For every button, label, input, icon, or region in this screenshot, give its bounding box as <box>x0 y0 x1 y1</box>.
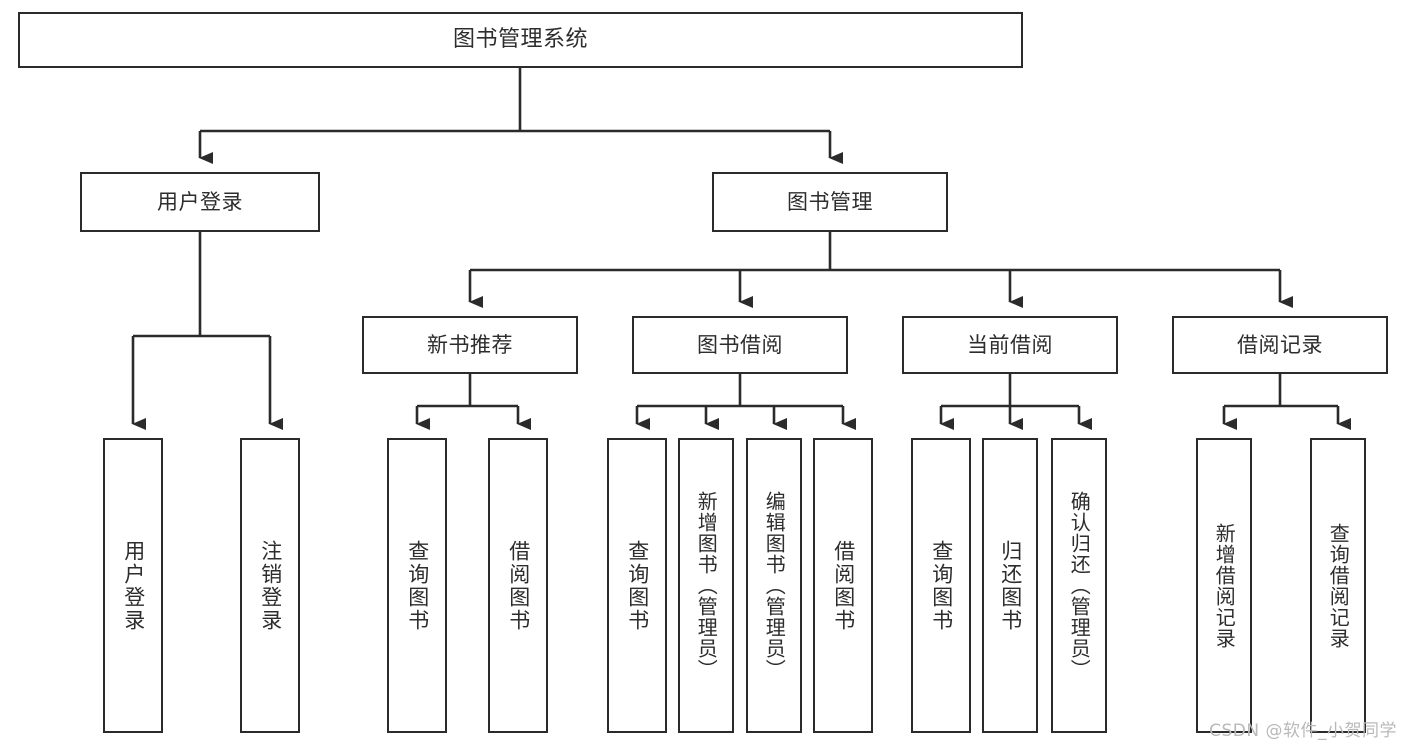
leaf-book-borrow-add-book-admin[interactable]: 新增图书（管理员） <box>678 438 734 733</box>
node-label: 归还图书 <box>998 539 1023 632</box>
node-label: 借阅图书 <box>506 539 531 632</box>
node-label: 查询图书 <box>625 539 650 632</box>
leaf-book-borrow-edit-book-admin[interactable]: 编辑图书（管理员） <box>746 438 802 733</box>
node-user-login[interactable]: 用户登录 <box>80 172 320 232</box>
leaf-current-borrow-query-book[interactable]: 查询图书 <box>911 438 971 733</box>
node-label: 借阅记录 <box>1237 332 1323 357</box>
leaf-current-borrow-confirm-return-admin[interactable]: 确认归还（管理员） <box>1051 438 1107 733</box>
node-label: 编辑图书（管理员） <box>762 491 787 680</box>
node-label: 新书推荐 <box>427 332 513 357</box>
node-book-borrow[interactable]: 图书借阅 <box>632 316 848 374</box>
node-label: 借阅图书 <box>831 539 856 632</box>
watermark-text: CSDN @软件_小贺同学 <box>1209 721 1397 741</box>
leaf-new-book-borrow-book[interactable]: 借阅图书 <box>488 438 548 733</box>
leaf-book-borrow-borrow-book[interactable]: 借阅图书 <box>813 438 873 733</box>
leaf-borrow-record-add-record[interactable]: 新增借阅记录 <box>1196 438 1252 733</box>
node-label: 用户登录 <box>157 189 243 214</box>
leaf-current-borrow-return-book[interactable]: 归还图书 <box>982 438 1038 733</box>
node-borrow-record[interactable]: 借阅记录 <box>1172 316 1388 374</box>
node-label: 图书管理 <box>787 189 873 214</box>
node-label: 图书借阅 <box>697 332 783 357</box>
node-label: 当前借阅 <box>967 332 1053 357</box>
node-root-book-management-system[interactable]: 图书管理系统 <box>18 12 1023 68</box>
node-book-management[interactable]: 图书管理 <box>712 172 948 232</box>
node-label: 用户登录 <box>121 539 146 632</box>
leaf-borrow-record-query-record[interactable]: 查询借阅记录 <box>1310 438 1366 733</box>
leaf-book-borrow-query-book[interactable]: 查询图书 <box>607 438 667 733</box>
node-label: 查询借阅记录 <box>1326 522 1351 649</box>
leaf-user-login-login[interactable]: 用户登录 <box>103 438 163 733</box>
node-label: 新增借阅记录 <box>1212 522 1237 649</box>
leaf-new-book-query-book[interactable]: 查询图书 <box>387 438 447 733</box>
node-label: 确认归还（管理员） <box>1067 491 1092 680</box>
node-label: 图书管理系统 <box>452 27 588 53</box>
node-current-borrow[interactable]: 当前借阅 <box>902 316 1118 374</box>
node-label: 查询图书 <box>405 539 430 632</box>
node-label: 新增图书（管理员） <box>694 491 719 680</box>
node-label: 查询图书 <box>929 539 954 632</box>
leaf-user-login-logout[interactable]: 注销登录 <box>240 438 300 733</box>
node-new-book-recommend[interactable]: 新书推荐 <box>362 316 578 374</box>
node-label: 注销登录 <box>258 539 283 632</box>
